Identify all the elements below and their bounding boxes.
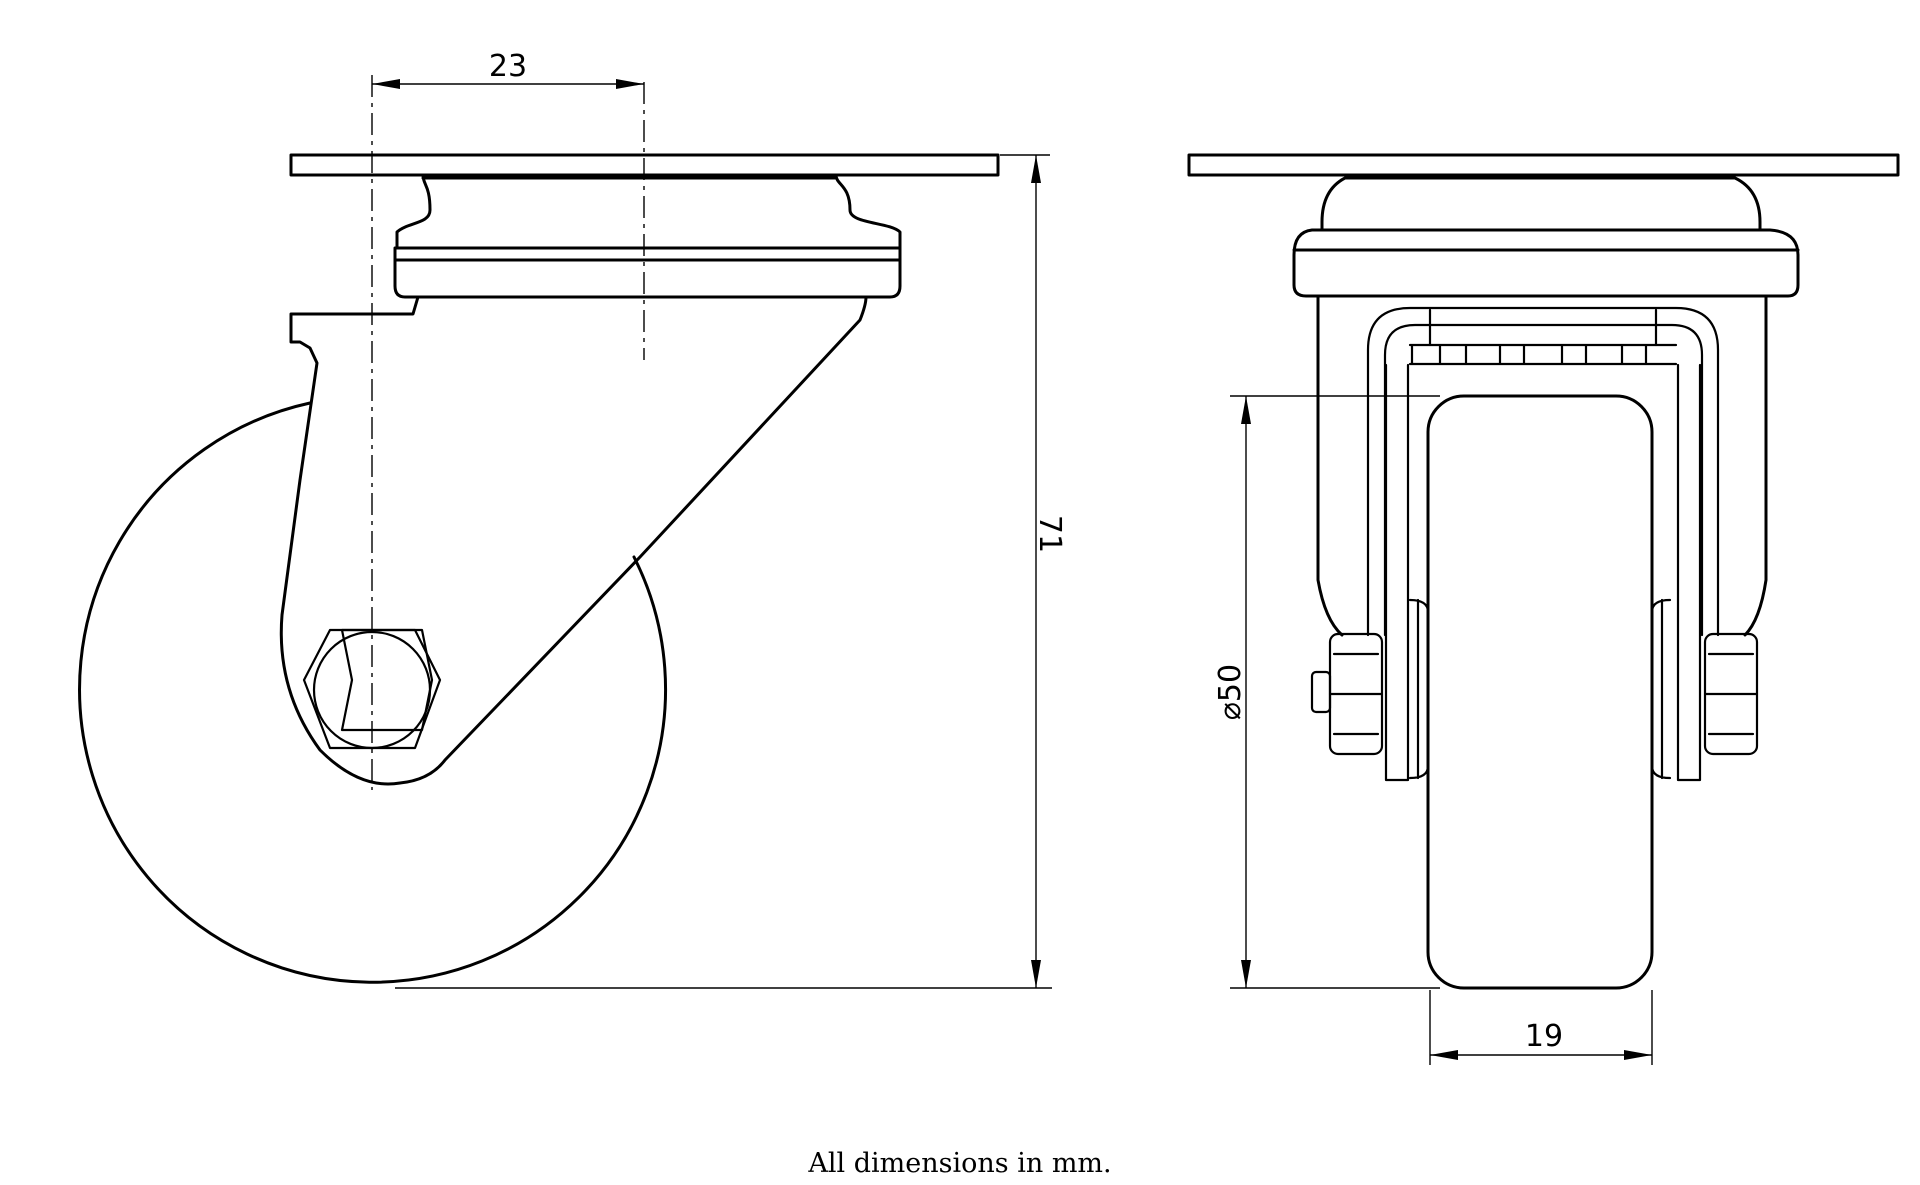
side-wheel [78, 401, 667, 984]
front-wheel [1426, 394, 1654, 990]
side-hex-nut [340, 628, 434, 732]
dimension-wheel-diameter: ⌀50 [1213, 395, 1440, 989]
front-fork-ribs [1408, 343, 1678, 366]
side-view [78, 75, 1000, 984]
side-axle [312, 630, 432, 750]
dimension-overall-height-label: 71 [1032, 515, 1067, 553]
side-fork [279, 295, 868, 786]
dimension-offset-label: 23 [489, 49, 527, 84]
side-swivel-ring [393, 246, 902, 299]
front-swivel-ring [1292, 228, 1800, 298]
front-hub [1408, 598, 1672, 780]
dimension-wheel-width: 19 [1429, 990, 1653, 1065]
front-axle-nut-right [1703, 632, 1759, 756]
front-view [1187, 153, 1900, 990]
side-swivel-dome [395, 173, 902, 250]
front-axle-nut-left [1310, 632, 1384, 756]
dimension-wheel-diameter-label: ⌀50 [1213, 664, 1248, 720]
front-fork-bracket [1366, 306, 1720, 637]
front-swivel-dome [1320, 176, 1762, 232]
dimension-offset: 23 [372, 49, 644, 89]
dimension-wheel-width-label: 19 [1525, 1019, 1563, 1054]
dimension-overall-height: 71 [395, 154, 1067, 989]
units-caption: All dimensions in mm. [808, 1148, 1112, 1179]
front-top-plate [1187, 153, 1900, 177]
side-hex-nut-outline [302, 628, 442, 750]
front-fork-legs [1384, 363, 1702, 782]
front-fork-housing [1316, 294, 1768, 637]
